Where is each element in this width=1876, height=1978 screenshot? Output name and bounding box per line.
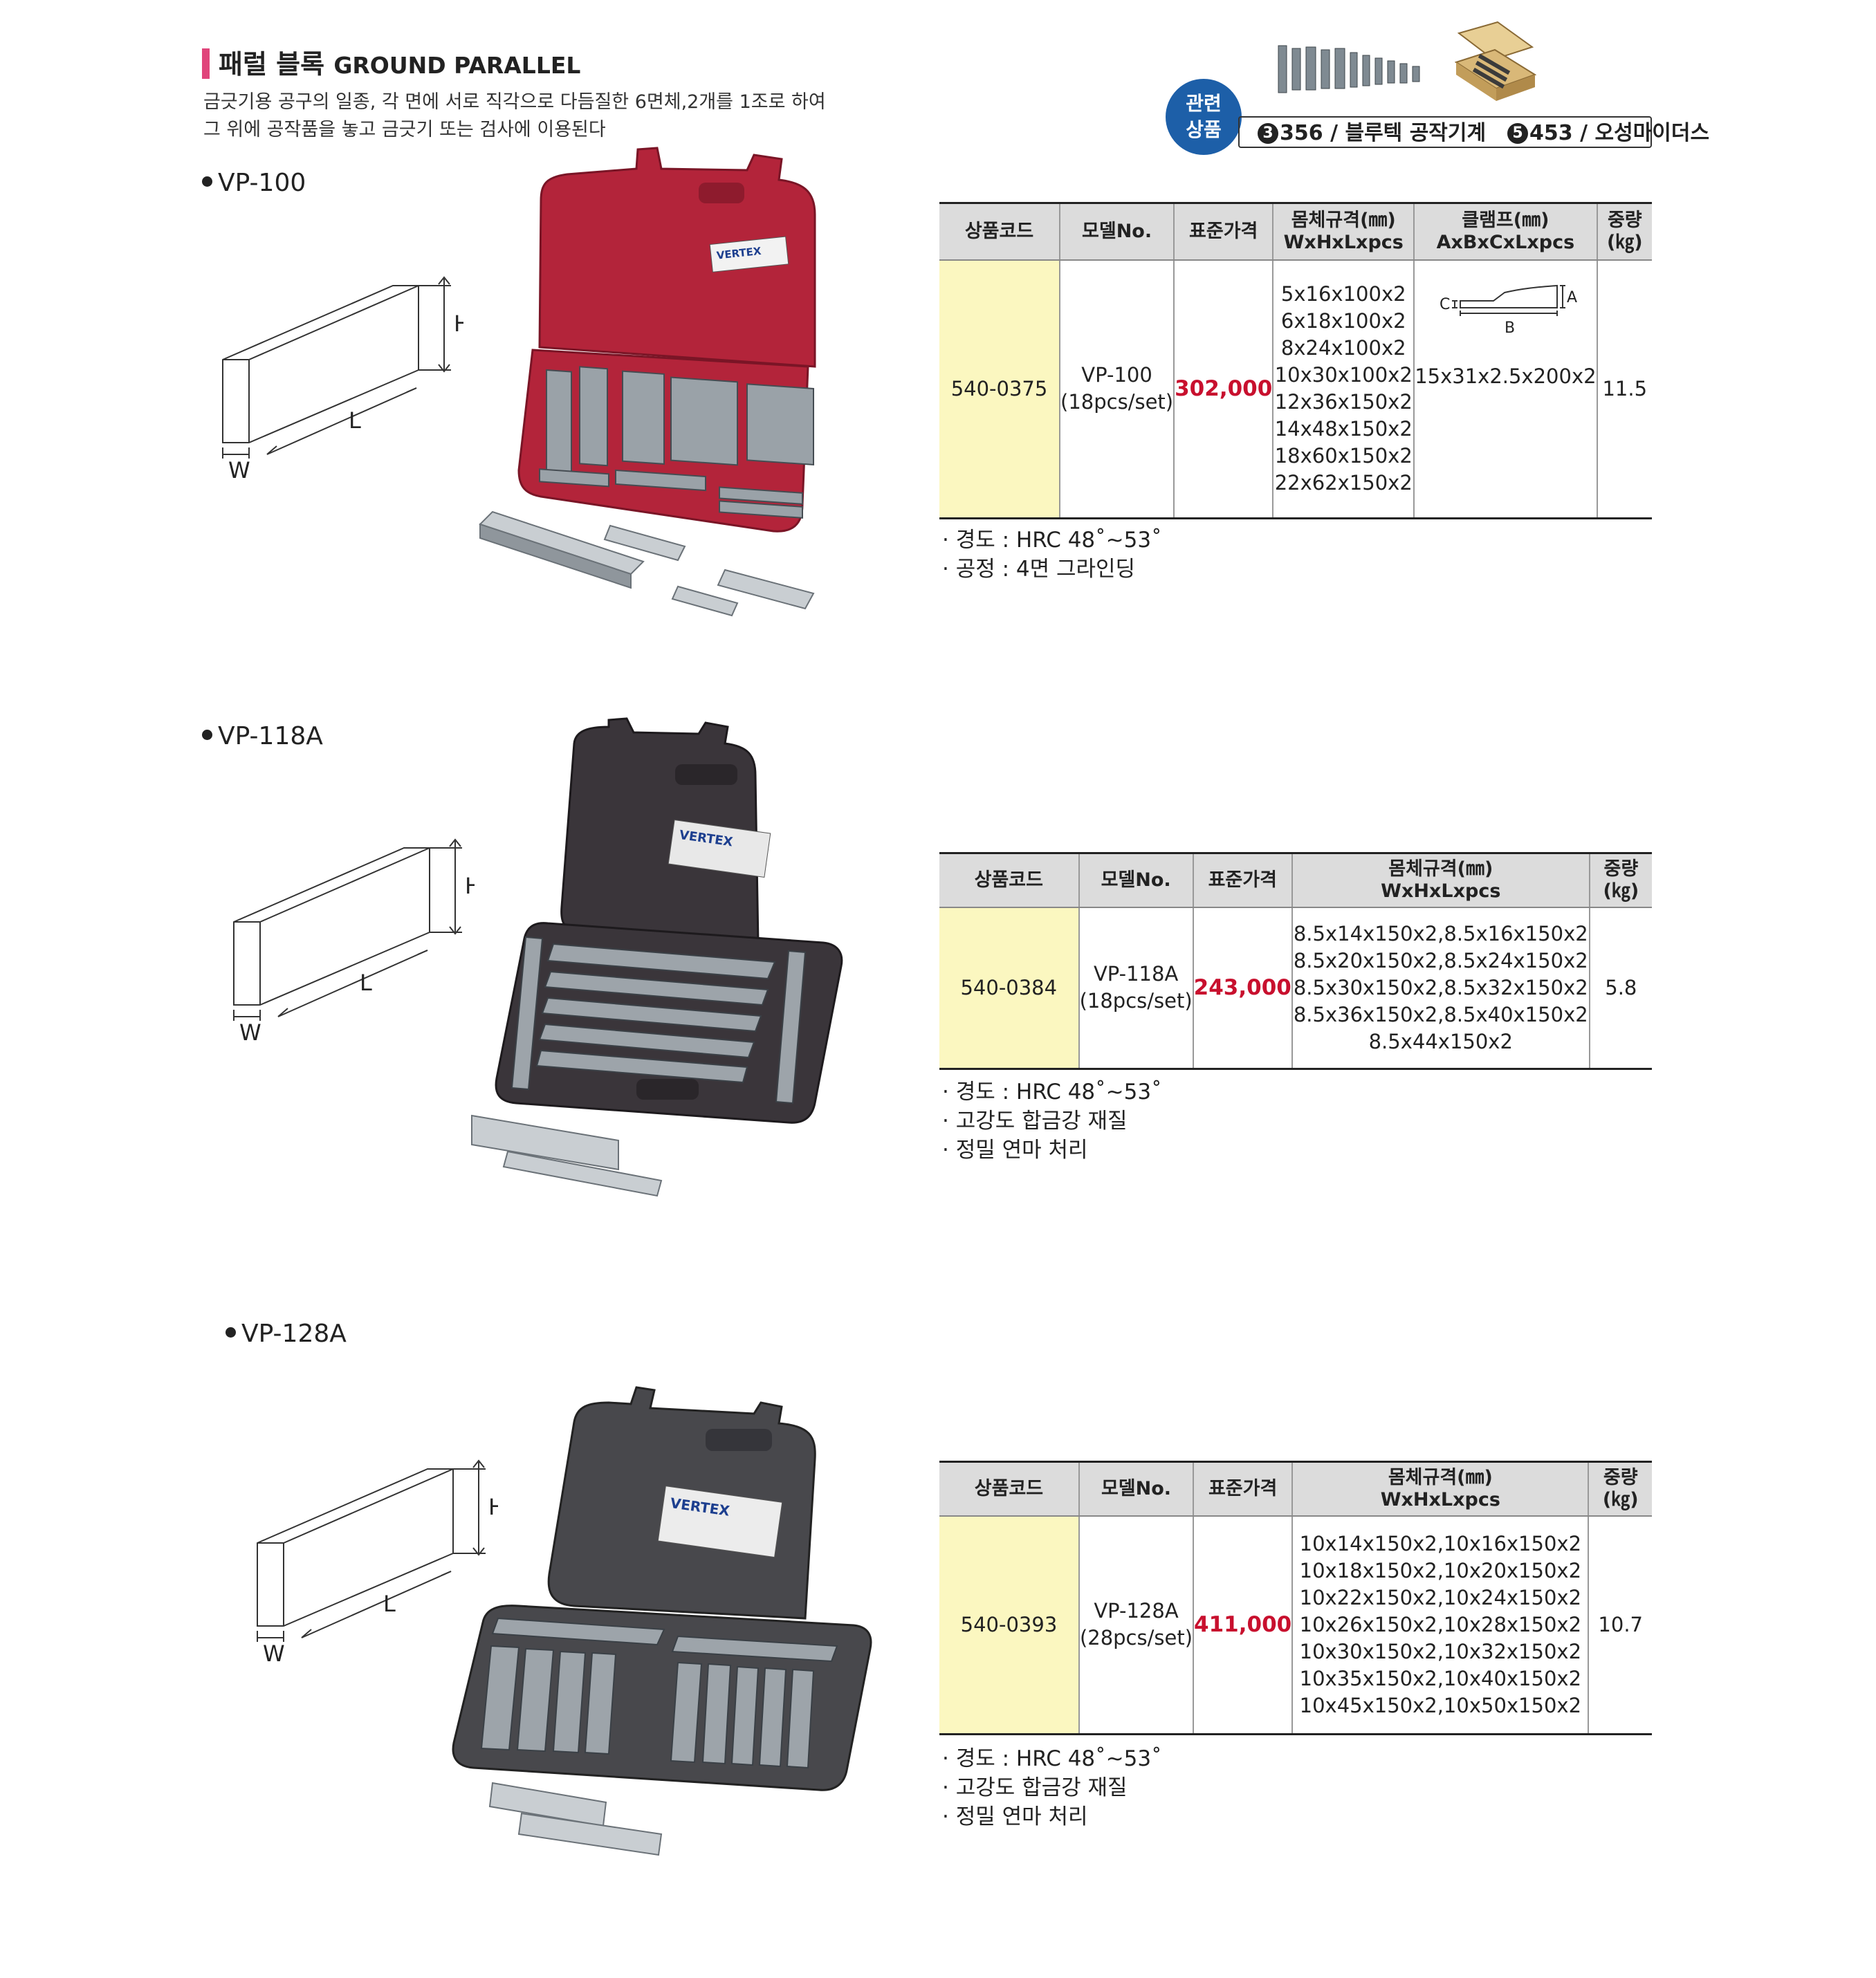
- product-code[interactable]: 540-0375: [939, 259, 1061, 519]
- table-row: 540-0393 VP-128A(28pcs/set) 411,000 10x1…: [939, 1515, 1652, 1735]
- intro-text: 금긋기용 공구의 일종, 각 면에 서로 직각으로 다듬질한 6면체,2개를 1…: [203, 89, 840, 144]
- bullet-dot-icon: [202, 176, 212, 187]
- related-parallels-thumbnail[interactable]: [1273, 43, 1432, 95]
- vp-128a-gray-case-photo: VERTEX: [452, 1386, 872, 1856]
- section-label-vp-100: VP-100: [202, 169, 306, 197]
- spec-table-vp-100: 상품코드 모델No. 표준가격 몸체규격(㎜)WxHxLxpcs 클램프(㎜)A…: [939, 202, 1652, 519]
- price-cell: 302,000: [1174, 259, 1274, 519]
- related-item-1-text: 356 / 블루텍 공작기계: [1280, 121, 1487, 145]
- parallel-block-diagram-vp-128a: H L W: [257, 1459, 498, 1667]
- product-code[interactable]: 540-0393: [939, 1515, 1080, 1735]
- weight-cell: 10.7: [1588, 1515, 1652, 1735]
- dim-label-w: W: [263, 1640, 285, 1667]
- note-line: · 고강도 합금강 재질: [942, 1775, 1128, 1800]
- weight-cell: 5.8: [1589, 907, 1652, 1070]
- page-title: 패럴 블록 GROUND PARALLEL: [219, 43, 580, 81]
- col-header-code: 상품코드: [939, 852, 1080, 908]
- note-line: · 공정 : 4면 그라인딩: [942, 557, 1136, 582]
- clamp-cell: C A B 15x31x2.5x200x2: [1414, 259, 1598, 519]
- dim-label-l: L: [383, 1591, 396, 1617]
- dim-label-h: H: [454, 311, 463, 337]
- bullet-dot-icon: [202, 730, 212, 740]
- price-cell: 243,000: [1193, 907, 1293, 1070]
- note-line: · 경도 : HRC 48˚~53˚: [942, 1746, 1162, 1771]
- col-header-body-spec: 몸체규격(㎜)WxHxLxpcs: [1291, 852, 1590, 908]
- dim-label-w: W: [239, 1019, 261, 1046]
- col-header-weight: 중량(㎏): [1589, 852, 1652, 908]
- table-header-row: 상품코드 모델No. 표준가격 몸체규격(㎜)WxHxLxpcs 중량(㎏): [939, 852, 1652, 908]
- dim-label-l: L: [349, 407, 361, 434]
- col-header-weight: 중량(㎏): [1597, 202, 1652, 261]
- weight-cell: 11.5: [1597, 259, 1652, 519]
- intro-line-2: 그 위에 공작품을 놓고 금긋기 또는 검사에 이용된다: [203, 119, 606, 140]
- note-line: · 정밀 연마 처리: [942, 1804, 1088, 1829]
- col-header-code: 상품코드: [939, 202, 1061, 261]
- col-header-model: 모델No.: [1060, 202, 1175, 261]
- clamp-label-c: C: [1440, 296, 1450, 313]
- model-cell: VP-100(18pcs/set): [1060, 259, 1175, 519]
- model-cell: VP-118A(18pcs/set): [1078, 907, 1194, 1070]
- table-row: 540-0384 VP-118A(18pcs/set) 243,000 8.5x…: [939, 907, 1652, 1070]
- notes-vp-128a: · 경도 : HRC 48˚~53˚ · 고강도 합금강 재질 · 정밀 연마 …: [942, 1744, 1162, 1831]
- table-header-row: 상품코드 모델No. 표준가격 몸체규격(㎜)WxHxLxpcs 클램프(㎜)A…: [939, 202, 1652, 261]
- related-badge-line-2: 상품: [1186, 118, 1222, 141]
- related-item-2-text: 453 / 오성마이더스: [1529, 121, 1710, 145]
- related-products-badge: 관련 상품: [1166, 79, 1242, 155]
- col-header-model: 모델No.: [1078, 852, 1194, 908]
- dim-label-l: L: [360, 970, 372, 996]
- note-line: · 고강도 합금강 재질: [942, 1109, 1128, 1134]
- col-header-price: 표준가격: [1193, 852, 1293, 908]
- col-header-price: 표준가격: [1174, 202, 1274, 261]
- related-item-1-number: 3: [1258, 123, 1278, 144]
- dim-label-w: W: [228, 457, 250, 483]
- dim-label-h: H: [488, 1494, 498, 1520]
- clamp-value: 15x31x2.5x200x2: [1415, 364, 1597, 388]
- clamp-label-b: B: [1505, 320, 1515, 337]
- model-cell: VP-128A(28pcs/set): [1078, 1515, 1195, 1735]
- title-accent-bar: [202, 48, 210, 79]
- col-header-body-spec: 몸체규격(㎜)WxHxLxpcs: [1273, 202, 1415, 261]
- related-wooden-case-thumbnail[interactable]: [1449, 19, 1539, 108]
- section-label-vp-118a: VP-118A: [202, 722, 323, 750]
- col-header-clamp: 클램프(㎜)AxBxCxLxpcs: [1414, 202, 1598, 261]
- price-cell: 411,000: [1193, 1515, 1294, 1735]
- table-header-row: 상품코드 모델No. 표준가격 몸체규격(㎜)WxHxLxpcs 중량(㎏): [939, 1461, 1652, 1517]
- vp-118a-dark-case-photo: VERTEX: [471, 717, 843, 1197]
- parallel-block-diagram-vp-100: H L W: [222, 276, 463, 483]
- spec-table-vp-118a: 상품코드 모델No. 표준가격 몸체규격(㎜)WxHxLxpcs 중량(㎏) 5…: [939, 852, 1652, 1070]
- col-header-price: 표준가격: [1193, 1461, 1294, 1517]
- intro-line-1: 금긋기용 공구의 일종, 각 면에 서로 직각으로 다듬질한 6면체,2개를 1…: [203, 91, 826, 113]
- product-code[interactable]: 540-0384: [939, 907, 1080, 1070]
- note-line: · 정밀 연마 처리: [942, 1138, 1088, 1163]
- spec-table-vp-128a: 상품코드 모델No. 표준가격 몸체규격(㎜)WxHxLxpcs 중량(㎏) 5…: [939, 1461, 1652, 1735]
- col-header-body-spec: 몸체규격(㎜)WxHxLxpcs: [1292, 1461, 1590, 1517]
- col-header-model: 모델No.: [1078, 1461, 1195, 1517]
- related-badge-line-1: 관련: [1186, 92, 1222, 115]
- col-header-code: 상품코드: [939, 1461, 1080, 1517]
- section-label-vp-128a: VP-128A: [226, 1320, 347, 1348]
- col-header-weight: 중량(㎏): [1588, 1461, 1652, 1517]
- related-item-2-number: 5: [1507, 123, 1529, 144]
- dim-label-h: H: [465, 873, 475, 899]
- clamp-shape-diagram: C A B: [1440, 284, 1577, 337]
- notes-vp-118a: · 경도 : HRC 48˚~53˚ · 고강도 합금강 재질 · 정밀 연마 …: [942, 1078, 1162, 1165]
- note-line: · 경도 : HRC 48˚~53˚: [942, 1080, 1162, 1104]
- title-english: GROUND PARALLEL: [333, 52, 581, 79]
- title-korean: 패럴 블록: [219, 49, 325, 80]
- note-line: · 경도 : HRC 48˚~53˚: [942, 528, 1162, 553]
- table-row: 540-0375 VP-100(18pcs/set) 302,000 5x16x…: [939, 259, 1652, 519]
- notes-vp-100: · 경도 : HRC 48˚~53˚ · 공정 : 4면 그라인딩: [942, 526, 1162, 584]
- parallel-block-diagram-vp-118a: H L W: [233, 838, 475, 1046]
- vp-100-red-case-photo: VERTEX: [479, 147, 816, 617]
- bullet-dot-icon: [226, 1327, 236, 1338]
- clamp-label-a: A: [1567, 289, 1577, 306]
